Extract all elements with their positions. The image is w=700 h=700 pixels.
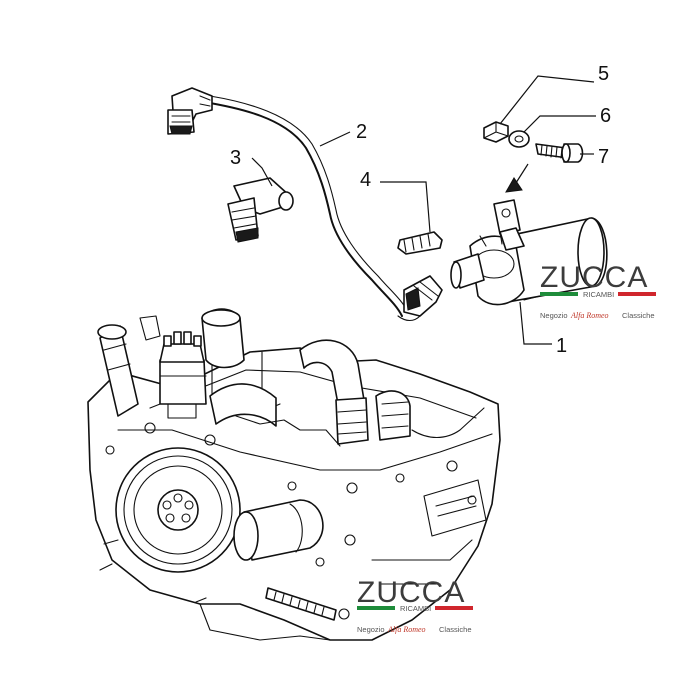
ignition-coil: [450, 199, 608, 306]
callout-3: 3: [230, 147, 241, 169]
nut: [483, 121, 509, 143]
callout-6: 6: [600, 105, 611, 127]
flag-green: [357, 606, 395, 610]
callouts: 1 2 3 4 5 6 7: [230, 63, 611, 357]
watermark-tagline-left: Negozio: [357, 625, 385, 634]
lead-coil-connector: [403, 275, 443, 317]
callout-4: 4: [360, 169, 371, 191]
callout-5: 5: [598, 63, 609, 85]
watermark-tagline-right: Classiche: [622, 311, 655, 320]
watermark-lower: ZUCCA RICAMBI Negozio Alfa Romeo Classic…: [357, 576, 473, 634]
callout-1: 1: [556, 335, 567, 357]
callout-7: 7: [598, 146, 609, 168]
watermark-tagline-brand: Alfa Romeo: [570, 311, 609, 320]
watermark-title: ZUCCA: [540, 261, 648, 294]
coil-terminal-cap: [397, 231, 443, 255]
leader-lines: [251, 75, 596, 345]
washer: [508, 130, 530, 148]
flag-green: [540, 292, 578, 296]
flag-red: [435, 606, 473, 610]
watermark-tagline-brand: Alfa Romeo: [387, 625, 426, 634]
watermark-tagline-right: Classiche: [439, 625, 472, 634]
engine-block: [87, 308, 501, 641]
watermark-subtitle: RICAMBI: [583, 290, 614, 299]
bolt: [535, 143, 584, 163]
watermark-subtitle: RICAMBI: [400, 604, 431, 613]
flag-red: [618, 292, 656, 296]
spark-plug-cap: [227, 177, 294, 243]
watermark-tagline-left: Negozio: [540, 311, 568, 320]
lead-plug-cap: [167, 87, 213, 135]
assembly-arrow: [505, 163, 529, 193]
watermark-upper: ZUCCA RICAMBI Negozio Alfa Romeo Classic…: [540, 261, 656, 320]
high-tension-lead: [203, 95, 421, 322]
callout-2: 2: [356, 121, 367, 143]
watermark-title: ZUCCA: [357, 576, 465, 609]
